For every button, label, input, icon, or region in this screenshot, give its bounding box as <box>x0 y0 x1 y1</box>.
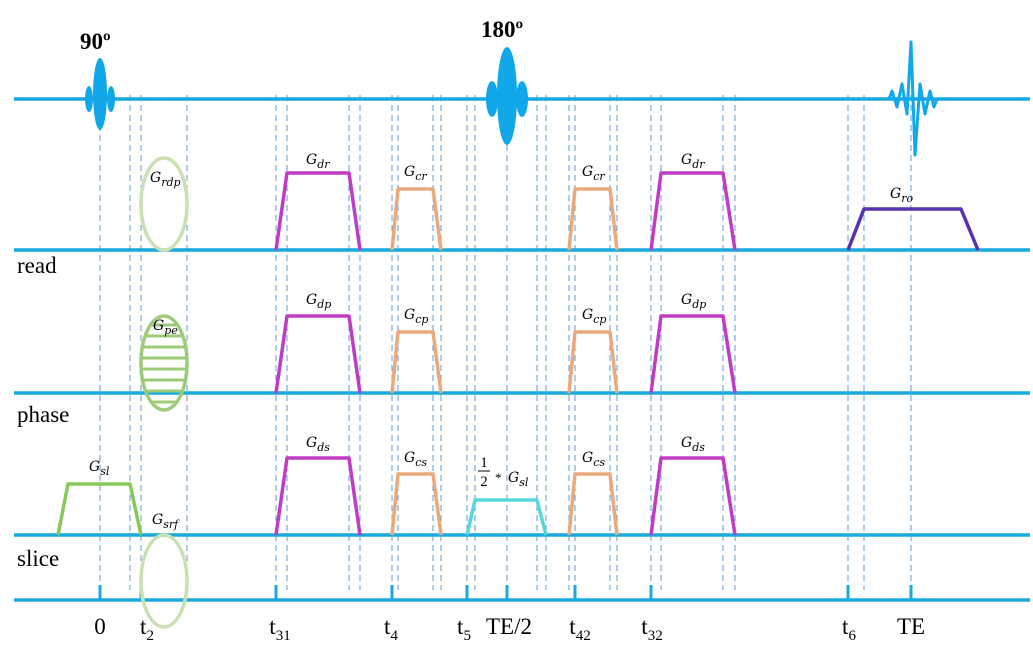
pulse-180-label: 180º <box>481 17 523 42</box>
g-cr-label-2: Gcr <box>582 164 605 183</box>
label-te: TE <box>897 614 925 639</box>
read-crusher-1 <box>390 187 443 251</box>
slice-spoiler-2 <box>649 456 737 536</box>
phase-crusher-2 <box>567 330 619 394</box>
timing-guides <box>99 95 912 590</box>
read-dephase-lobe <box>139 156 189 252</box>
g-cr-label-1: Gcr <box>404 164 427 183</box>
g-srf-label: Gsrf <box>152 512 180 531</box>
readout-gradient <box>846 207 980 251</box>
g-dp-label-2: Gdp <box>681 292 706 311</box>
label-t0: 0 <box>94 614 106 639</box>
time-axis-ticks <box>98 585 913 600</box>
refocus-slice-gradient <box>465 498 548 536</box>
g-sl-label: Gsl <box>89 459 110 478</box>
multiply-symbol: * <box>495 470 502 485</box>
read-spoiler-2 <box>649 171 737 251</box>
g-ds-label-2: Gds <box>681 435 705 454</box>
rf-pulse-90 <box>85 58 115 130</box>
slice-crusher-1 <box>390 472 443 536</box>
slice-channel-label: slice <box>17 546 59 571</box>
phase-spoiler-2 <box>649 314 737 394</box>
echo-signal <box>887 40 939 157</box>
label-t5: t5 <box>457 614 471 644</box>
slice-crusher-2 <box>567 472 619 536</box>
phase-encode-outline <box>139 314 189 412</box>
sinc-main-lobe <box>93 58 107 130</box>
g-ds-label-1: Gds <box>306 435 330 454</box>
g-cp-label-1: Gcp <box>404 307 428 326</box>
sinc-lobe <box>85 86 93 112</box>
half-gsl-g: Gsl <box>508 470 529 489</box>
read-channel-label: read <box>17 253 57 278</box>
phase-crusher-1 <box>390 330 443 394</box>
slice-rephase-lobe <box>139 533 189 629</box>
label-t4: t4 <box>384 614 398 644</box>
g-dp-label-1: Gdp <box>306 292 331 311</box>
g-dr-label-2: Gdr <box>681 152 705 171</box>
g-cp-label-2: Gcp <box>582 307 606 326</box>
sinc-lobe <box>516 81 528 117</box>
g-pe-label: Gpe <box>153 318 178 337</box>
label-t42: t42 <box>569 614 590 644</box>
slice-spoiler-1 <box>274 456 362 536</box>
g-cs-label-1: Gcs <box>404 450 427 469</box>
gradient-labels: Grdp Gdr Gcr Gcr Gdr Gro Gpe Gdp Gcp Gcp… <box>89 152 913 531</box>
sinc-lobe <box>107 86 115 112</box>
g-dr-label-1: Gdr <box>306 152 330 171</box>
phase-channel-label: phase <box>17 402 69 427</box>
sinc-lobe <box>486 81 498 117</box>
fraction-denominator: 2 <box>480 474 488 490</box>
read-spoiler-1 <box>274 171 362 251</box>
label-t32: t32 <box>641 614 662 644</box>
label-te-half: TE/2 <box>486 614 532 639</box>
label-t6: t6 <box>842 614 856 644</box>
pulse-90-label: 90º <box>80 29 111 54</box>
label-t2: t2 <box>140 614 154 644</box>
half-gsl-label: 1 2 * Gsl <box>478 455 529 490</box>
time-labels: 0 t2 t31 t4 t5 TE/2 t42 t32 t6 TE <box>94 614 925 644</box>
phase-spoiler-1 <box>274 314 362 394</box>
g-rdp-label: Grdp <box>150 170 181 189</box>
label-t31: t31 <box>269 614 290 644</box>
sinc-main-lobe <box>497 47 517 145</box>
fraction-numerator: 1 <box>480 455 488 471</box>
read-crusher-2 <box>567 187 619 251</box>
g-ro-label: Gro <box>890 186 913 205</box>
g-cs-label-2: Gcs <box>582 450 605 469</box>
slice-select-gradient <box>56 482 143 536</box>
rf-pulse-180 <box>486 47 528 145</box>
